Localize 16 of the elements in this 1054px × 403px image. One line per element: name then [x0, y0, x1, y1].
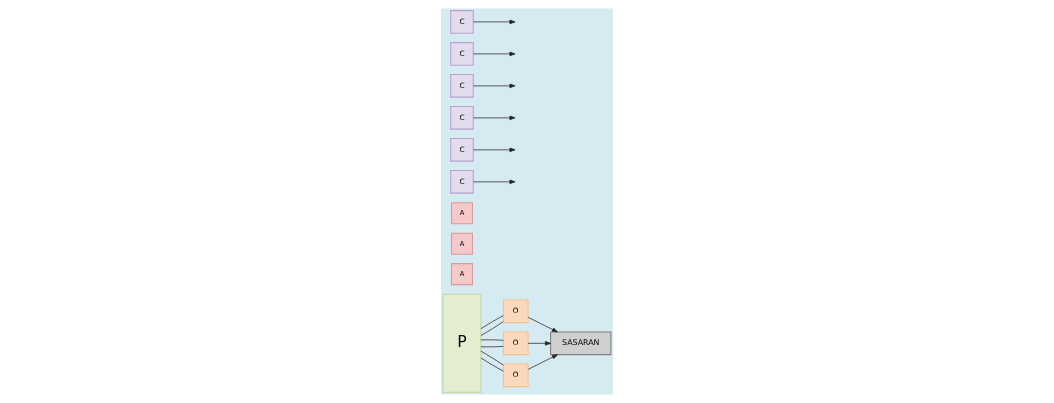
connector [480, 339, 504, 341]
arrow [527, 354, 558, 370]
arrow [527, 341, 551, 346]
connector [480, 350, 504, 366]
connector [480, 321, 504, 336]
connector [480, 357, 504, 372]
arrow [527, 316, 558, 333]
arrow [473, 147, 516, 153]
connector [480, 346, 504, 348]
arrow [473, 19, 516, 25]
node-box: P [442, 293, 482, 393]
arrow [473, 115, 516, 121]
connector [480, 315, 504, 330]
arrow [473, 83, 516, 89]
arrow [473, 179, 516, 185]
arrow [473, 51, 516, 57]
